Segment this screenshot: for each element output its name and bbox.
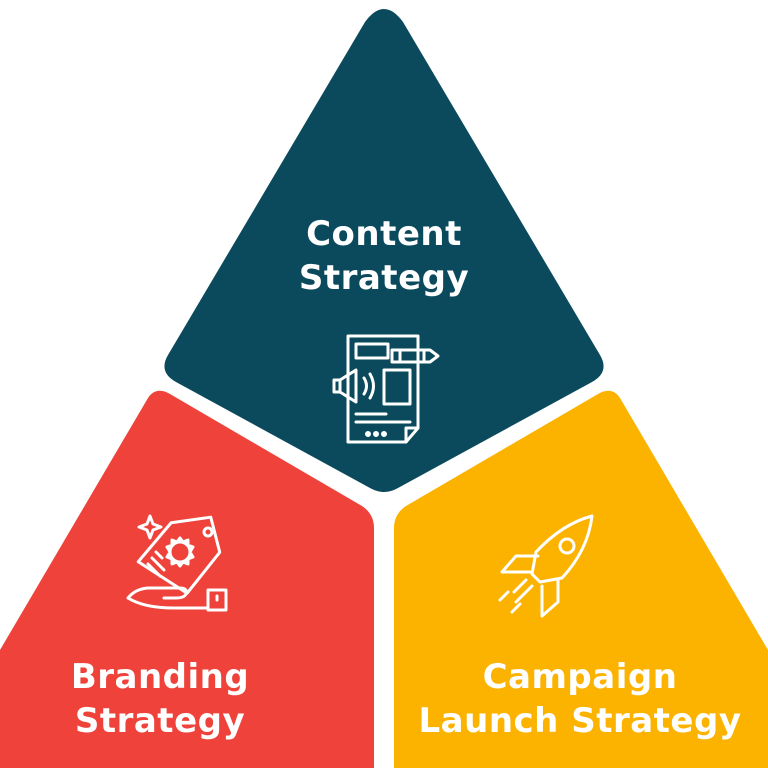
campaign-strategy-segment — [394, 390, 768, 768]
campaign-strategy-line2: Launch Strategy — [418, 701, 742, 742]
content-strategy-line2: Strategy — [298, 258, 470, 299]
content-strategy-line1: Content — [306, 214, 462, 254]
document-megaphone-icon — [326, 330, 444, 448]
branding-strategy-segment — [0, 390, 374, 768]
campaign-strategy-line1: Campaign — [482, 657, 678, 697]
branding-strategy-label: Branding Strategy — [10, 655, 310, 743]
rocket-icon — [492, 510, 602, 620]
branding-strategy-line1: Branding — [70, 657, 250, 697]
content-strategy-segment — [164, 9, 604, 492]
price-tag-hand-icon — [124, 512, 234, 612]
content-strategy-label: Content Strategy — [234, 212, 534, 300]
campaign-launch-strategy-label: Campaign Launch Strategy — [400, 655, 760, 743]
branding-strategy-line2: Strategy — [74, 701, 246, 742]
